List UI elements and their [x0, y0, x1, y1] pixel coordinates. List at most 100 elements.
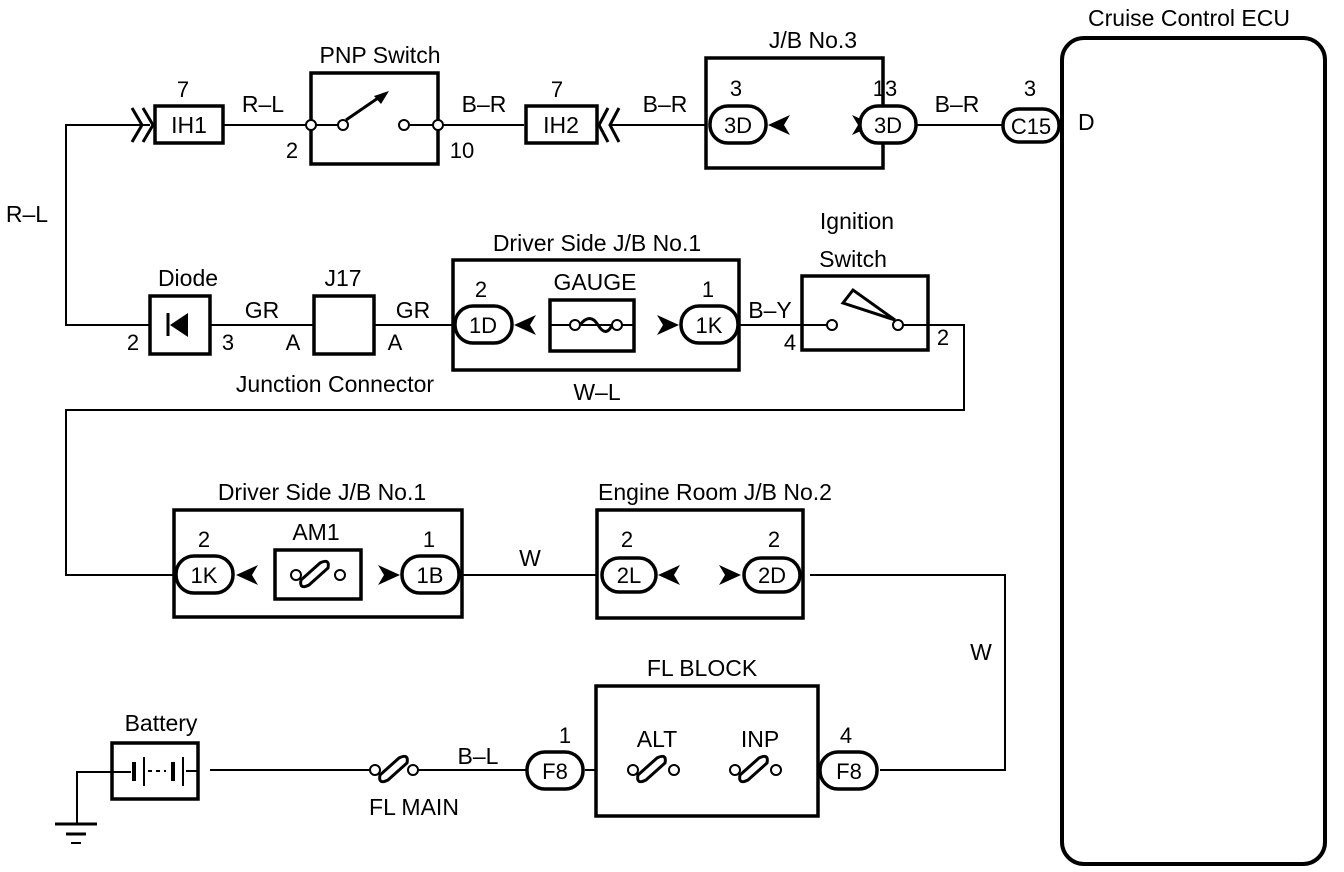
ih2-connector: IH2 7 [524, 77, 621, 145]
connector-arrow-icon [768, 115, 790, 135]
ignition-switch: Ignition Switch 4 2 [784, 208, 949, 355]
ih1-connector: IH1 7 [130, 77, 225, 145]
fuse-terminal-icon [290, 569, 302, 581]
jb1-gauge-label: Driver Side J/B No.1 [493, 230, 701, 256]
wire-r-l-left [65, 124, 152, 326]
jb3-left-pin: 3 [730, 76, 742, 101]
am1-left-code: 1K [191, 563, 218, 588]
am1-right-pin: 1 [423, 527, 435, 552]
jb2-right-code: 2D [758, 563, 786, 588]
ign-pin-right: 2 [937, 325, 949, 350]
j17-label: J17 [324, 265, 361, 291]
cruise-control-ecu: Cruise Control ECU D [1060, 5, 1327, 866]
am1-right-code: 1B [417, 563, 444, 588]
fl-right-pin: 4 [840, 723, 852, 748]
wire-jb2-fl [810, 574, 1006, 771]
fl-main-fusible-link: FL MAIN [369, 754, 459, 820]
pnp-pin-right: 10 [450, 138, 474, 163]
connector-arrow-icon [236, 565, 258, 585]
wire-label-w-l: W–L [573, 379, 621, 405]
battery-label: Battery [125, 710, 198, 736]
ign-pin-left: 4 [784, 330, 796, 355]
pnp-pin-left: 2 [286, 138, 298, 163]
connector-arrow-icon [514, 315, 536, 335]
wire-label-r-l: R–L [242, 91, 284, 117]
ih2-label: IH2 [543, 112, 579, 138]
diode-triangle-icon [170, 313, 188, 337]
connector-arrow-icon [378, 565, 400, 585]
j17-pin-right: A [388, 330, 403, 355]
fusible-link-icon [378, 754, 409, 784]
wire-ground [76, 771, 112, 823]
wire-label-b-l: B–L [458, 743, 499, 769]
connector-arrow-icon [658, 565, 680, 585]
wire-label-gr: GR [245, 297, 280, 323]
engine-room-jb2: Engine Room J/B No.2 2L 2 2D 2 [595, 479, 832, 620]
fuse-terminal-icon [668, 764, 680, 776]
terminal-icon [432, 119, 444, 131]
jb1-left-code: 1D [469, 313, 497, 338]
fl-left-code: F8 [542, 759, 568, 784]
wire-label-b-y: B–Y [748, 297, 791, 323]
diode-pin-right: 3 [222, 330, 234, 355]
wire-label-b-r: B–R [462, 91, 507, 117]
wire-ign-return [65, 324, 965, 576]
battery: Battery [110, 710, 200, 801]
ecu-terminal-label: D [1078, 109, 1095, 135]
wire-label-b-r: B–R [643, 91, 688, 117]
jb1-left-pin: 2 [475, 277, 487, 302]
ih1-label: IH1 [171, 112, 207, 138]
c15-connector: C15 3 [1001, 76, 1061, 144]
fusible-link-icon-inp [738, 754, 769, 784]
fuse-terminal-icon [369, 764, 381, 776]
ignition-key-icon [840, 287, 896, 322]
ecu-label: Cruise Control ECU [1088, 5, 1290, 31]
arrow-head-icon [374, 91, 389, 104]
fl-block-label: FL BLOCK [647, 655, 758, 681]
contact-icon [398, 119, 410, 131]
fuse-terminal-icon [611, 319, 623, 331]
fuse-inp-label: INP [741, 726, 779, 752]
fusible-link-icon-alt [636, 754, 667, 784]
jb1-right-pin: 1 [702, 277, 714, 302]
fuse-icon [578, 317, 614, 333]
plug-chevron-icon [130, 107, 144, 143]
fuse-terminal-icon [729, 764, 741, 776]
connector-arrow-icon [657, 315, 679, 335]
fuse-terminal-icon [334, 569, 346, 581]
jb3-right-code: 3D [874, 113, 902, 138]
wire-label-r-l-left: R–L [6, 201, 48, 227]
wire-label-w: W [519, 545, 541, 571]
ih1-pin: 7 [177, 77, 189, 102]
diode-label: Diode [158, 265, 218, 291]
jb3-left-code: 3D [724, 113, 752, 138]
fuse-alt-label: ALT [637, 726, 677, 752]
pnp-switch: PNP Switch 2 10 [286, 42, 474, 166]
wire-label-b-r: B–R [935, 91, 980, 117]
j17-caption: Junction Connector [236, 371, 435, 397]
plug-chevron-icon [141, 107, 155, 143]
fl-block: FL BLOCK F8 1 ALT INP F8 4 [525, 655, 879, 818]
fuse-am1-label: AM1 [292, 519, 339, 545]
jb3-right-pin: 13 [873, 76, 897, 101]
plug-chevron-icon [597, 107, 610, 143]
j17-pin-left: A [286, 330, 301, 355]
jb1-right-code: 1K [696, 313, 723, 338]
fuse-terminal-icon [627, 764, 639, 776]
junction-connector-j17: J17 A A Junction Connector [236, 265, 435, 397]
connector-arrow-icon [719, 565, 741, 585]
ih2-pin: 7 [551, 77, 563, 102]
c15-pin: 3 [1024, 76, 1036, 101]
contact-icon [337, 119, 349, 131]
am1-left-pin: 2 [198, 527, 210, 552]
fuse-terminal-icon [569, 319, 581, 331]
jb2-right-pin: 2 [768, 527, 780, 552]
diode: Diode 2 3 [127, 265, 234, 356]
fuse-terminal-icon [407, 764, 419, 776]
driver-side-jb1-gauge: Driver Side J/B No.1 1D 2 GAUGE 1K 1 [451, 230, 741, 372]
contact-icon [892, 319, 904, 331]
wire-label-w: W [970, 639, 992, 665]
contact-icon [826, 319, 838, 331]
fl-right-code: F8 [836, 759, 862, 784]
